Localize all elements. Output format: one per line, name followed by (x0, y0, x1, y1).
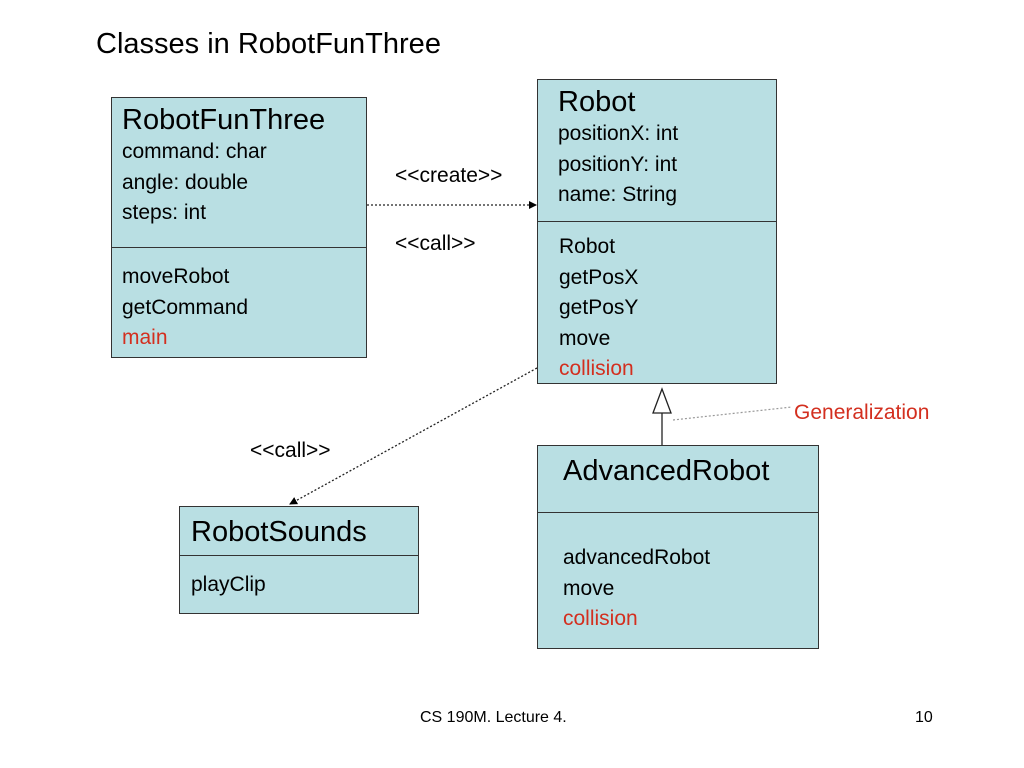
method: move (559, 326, 611, 350)
class-header: Robot positionX: int positionY: int name… (538, 85, 776, 211)
class-name: Robot (558, 86, 636, 118)
slide-title: Classes in RobotFunThree (96, 28, 441, 60)
page-number: 10 (915, 709, 933, 726)
generalization-label: Generalization (794, 401, 930, 424)
attribute: angle: double (122, 170, 249, 194)
class-name: RobotFunThree (122, 104, 326, 136)
method-section: moveRobot getCommand main (112, 262, 366, 354)
method: getPosY (559, 296, 639, 319)
create-label: <<create>> (395, 164, 503, 187)
section-divider (538, 512, 818, 513)
class-header: RobotSounds (180, 515, 418, 549)
class-header: RobotFunThree command: char angle: doubl… (112, 103, 366, 229)
method-highlighted: main (122, 326, 168, 349)
class-advanced-robot: AdvancedRobot advancedRobot move collisi… (537, 445, 819, 649)
class-robot-fun-three: RobotFunThree command: char angle: doubl… (111, 97, 367, 358)
class-robot: Robot positionX: int positionY: int name… (537, 79, 777, 384)
method-section: Robot getPosX getPosY move collision (538, 232, 776, 385)
generalization-callout-line (672, 406, 793, 421)
method-section: playClip (180, 570, 418, 601)
attribute: steps: int (122, 201, 207, 224)
class-name: AdvancedRobot (563, 455, 770, 487)
attribute: name: String (558, 183, 678, 206)
method: moveRobot (122, 265, 230, 288)
method: playClip (191, 573, 266, 596)
class-name: RobotSounds (191, 516, 367, 548)
attribute: positionX: int (558, 122, 679, 145)
method-highlighted: collision (563, 607, 638, 630)
attribute: command: char (122, 140, 267, 163)
call-label-left: <<call>> (250, 439, 331, 462)
method: getPosX (559, 265, 639, 289)
class-header: AdvancedRobot (538, 454, 818, 488)
section-divider (538, 221, 776, 222)
method: getCommand (122, 295, 249, 319)
method-section: advancedRobot move collision (538, 543, 818, 635)
method: move (563, 576, 615, 600)
method-highlighted: collision (559, 357, 634, 380)
robot-sounds-call-dependency-line (289, 367, 538, 505)
footer-course: CS 190M. Lecture 4. (420, 709, 567, 726)
call-label-top: <<call>> (395, 232, 476, 255)
attribute: positionY: int (558, 152, 678, 176)
class-robot-sounds: RobotSounds playClip (179, 506, 419, 614)
method: Robot (559, 235, 616, 258)
method: advancedRobot (563, 546, 711, 569)
section-divider (112, 247, 366, 248)
section-divider (180, 555, 418, 556)
generalization-triangle-icon (652, 387, 672, 414)
